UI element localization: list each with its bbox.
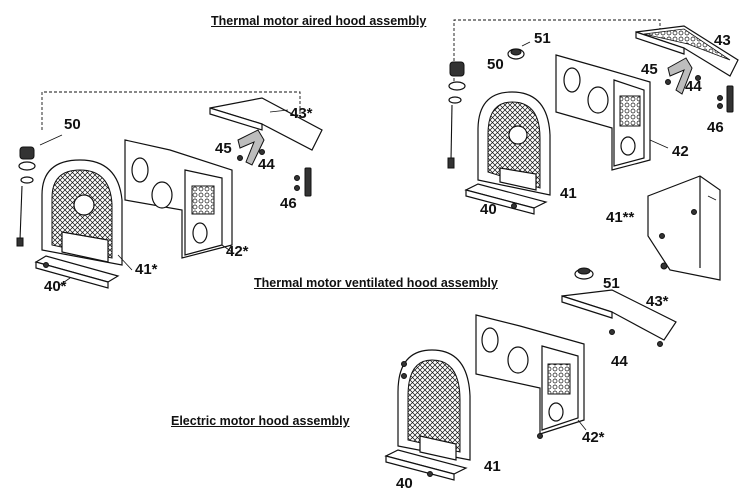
aired-label-42: 42 [672,143,689,160]
left-label-42: 42* [226,243,249,260]
ventilated-label-40: 40 [396,475,413,492]
ventilated-part-43 [561,289,677,347]
ventilated-label-41: 41 [484,458,501,475]
left-part-40 [34,255,120,289]
aired-part-46 [717,85,734,113]
ventilated-assembly [384,267,677,481]
title-ventilated: Thermal motor ventilated hood assembly [254,276,498,290]
left-dashed-leader [41,91,301,130]
aired-dashed-leader [453,19,661,86]
ventilated-label-43: 43* [646,293,669,310]
aired-label-40: 40 [480,201,497,218]
left-part-46 [294,167,312,197]
left-assembly [16,91,323,289]
aired-label-50: 50 [487,56,504,73]
aired-label-43: 43 [714,32,731,49]
aired-part-41 [477,91,551,196]
left-label-46: 46 [280,195,297,212]
left-part-50 [16,134,63,247]
aired-part-43 [635,25,739,77]
left-label-43: 43* [290,105,313,122]
left-label-44: 44 [258,156,275,173]
left-part-42 [124,139,233,259]
ventilated-part-42 [475,314,587,439]
aired-part-45 [665,57,701,95]
aired-part-50 [447,61,466,169]
left-label-40: 40* [44,278,67,295]
ventilated-label-44: 44 [611,353,628,370]
aired-label-41b: 41** [606,209,635,226]
aired-label-44: 44 [685,78,702,95]
left-part-43 [209,97,323,151]
left-part-41 [41,159,133,271]
ventilated-label-42: 42* [582,429,605,446]
aired-part-51 [507,41,531,60]
aired-label-41: 41 [560,185,577,202]
aired-label-45: 45 [641,61,658,78]
ventilated-part-41 [397,349,471,461]
left-label-50: 50 [64,116,81,133]
aired-label-51: 51 [534,30,551,47]
ventilated-label-51: 51 [603,275,620,292]
ventilated-part-51 [574,267,594,280]
left-label-45: 45 [215,140,232,157]
aired-assembly [447,19,739,281]
aired-label-46: 46 [707,119,724,136]
left-part-45 [237,129,265,166]
aired-part-41b [647,175,721,281]
left-label-41: 41* [135,261,158,278]
aired-part-42 [555,54,669,171]
title-aired: Thermal motor aired hood assembly [211,14,427,28]
ventilated-part-40 [384,449,468,481]
title-electric: Electric motor hood assembly [171,414,350,428]
aired-part-40 [464,183,548,215]
